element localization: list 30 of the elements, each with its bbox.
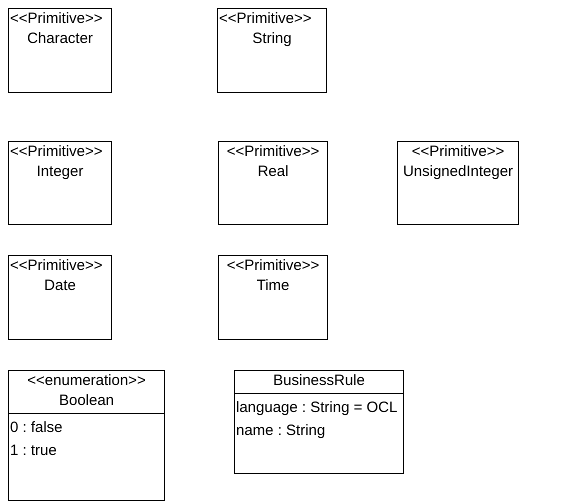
class-name: UnsignedInteger [402,162,514,182]
class-box [8,8,112,93]
stereotype-label: <<Primitive>> [410,142,506,162]
class-name: BusinessRule [272,371,366,391]
attribute-text: 1 : true [9,441,58,461]
class-name: Character [26,29,94,49]
class-box [217,8,327,93]
stereotype-label: <<Primitive>> [9,256,104,276]
stereotype-label: <<Primitive>> [9,9,104,29]
class-name: String [251,29,293,49]
class-box [218,141,328,225]
stereotype-label: <<Primitive>> [9,142,104,162]
class-box [397,141,519,225]
class-name: Time [256,276,290,296]
stereotype-label: <<enumeration>> [26,371,147,391]
class-name: Real [256,162,290,182]
class-box [218,255,328,340]
attribute-text: language : String = OCL [235,398,398,418]
stereotype-label: <<Primitive>> [226,256,320,276]
attribute-text: name : String [235,421,326,441]
class-box [8,141,112,225]
class-name: Date [43,276,77,296]
stereotype-label: <<Primitive>> [226,142,320,162]
class-box [8,255,112,340]
class-box [234,370,404,474]
class-name: Boolean [58,391,116,411]
class-box [8,370,165,501]
stereotype-label: <<Primitive>> [218,9,313,29]
class-name: Integer [36,162,84,182]
attribute-text: 0 : false [9,418,64,438]
